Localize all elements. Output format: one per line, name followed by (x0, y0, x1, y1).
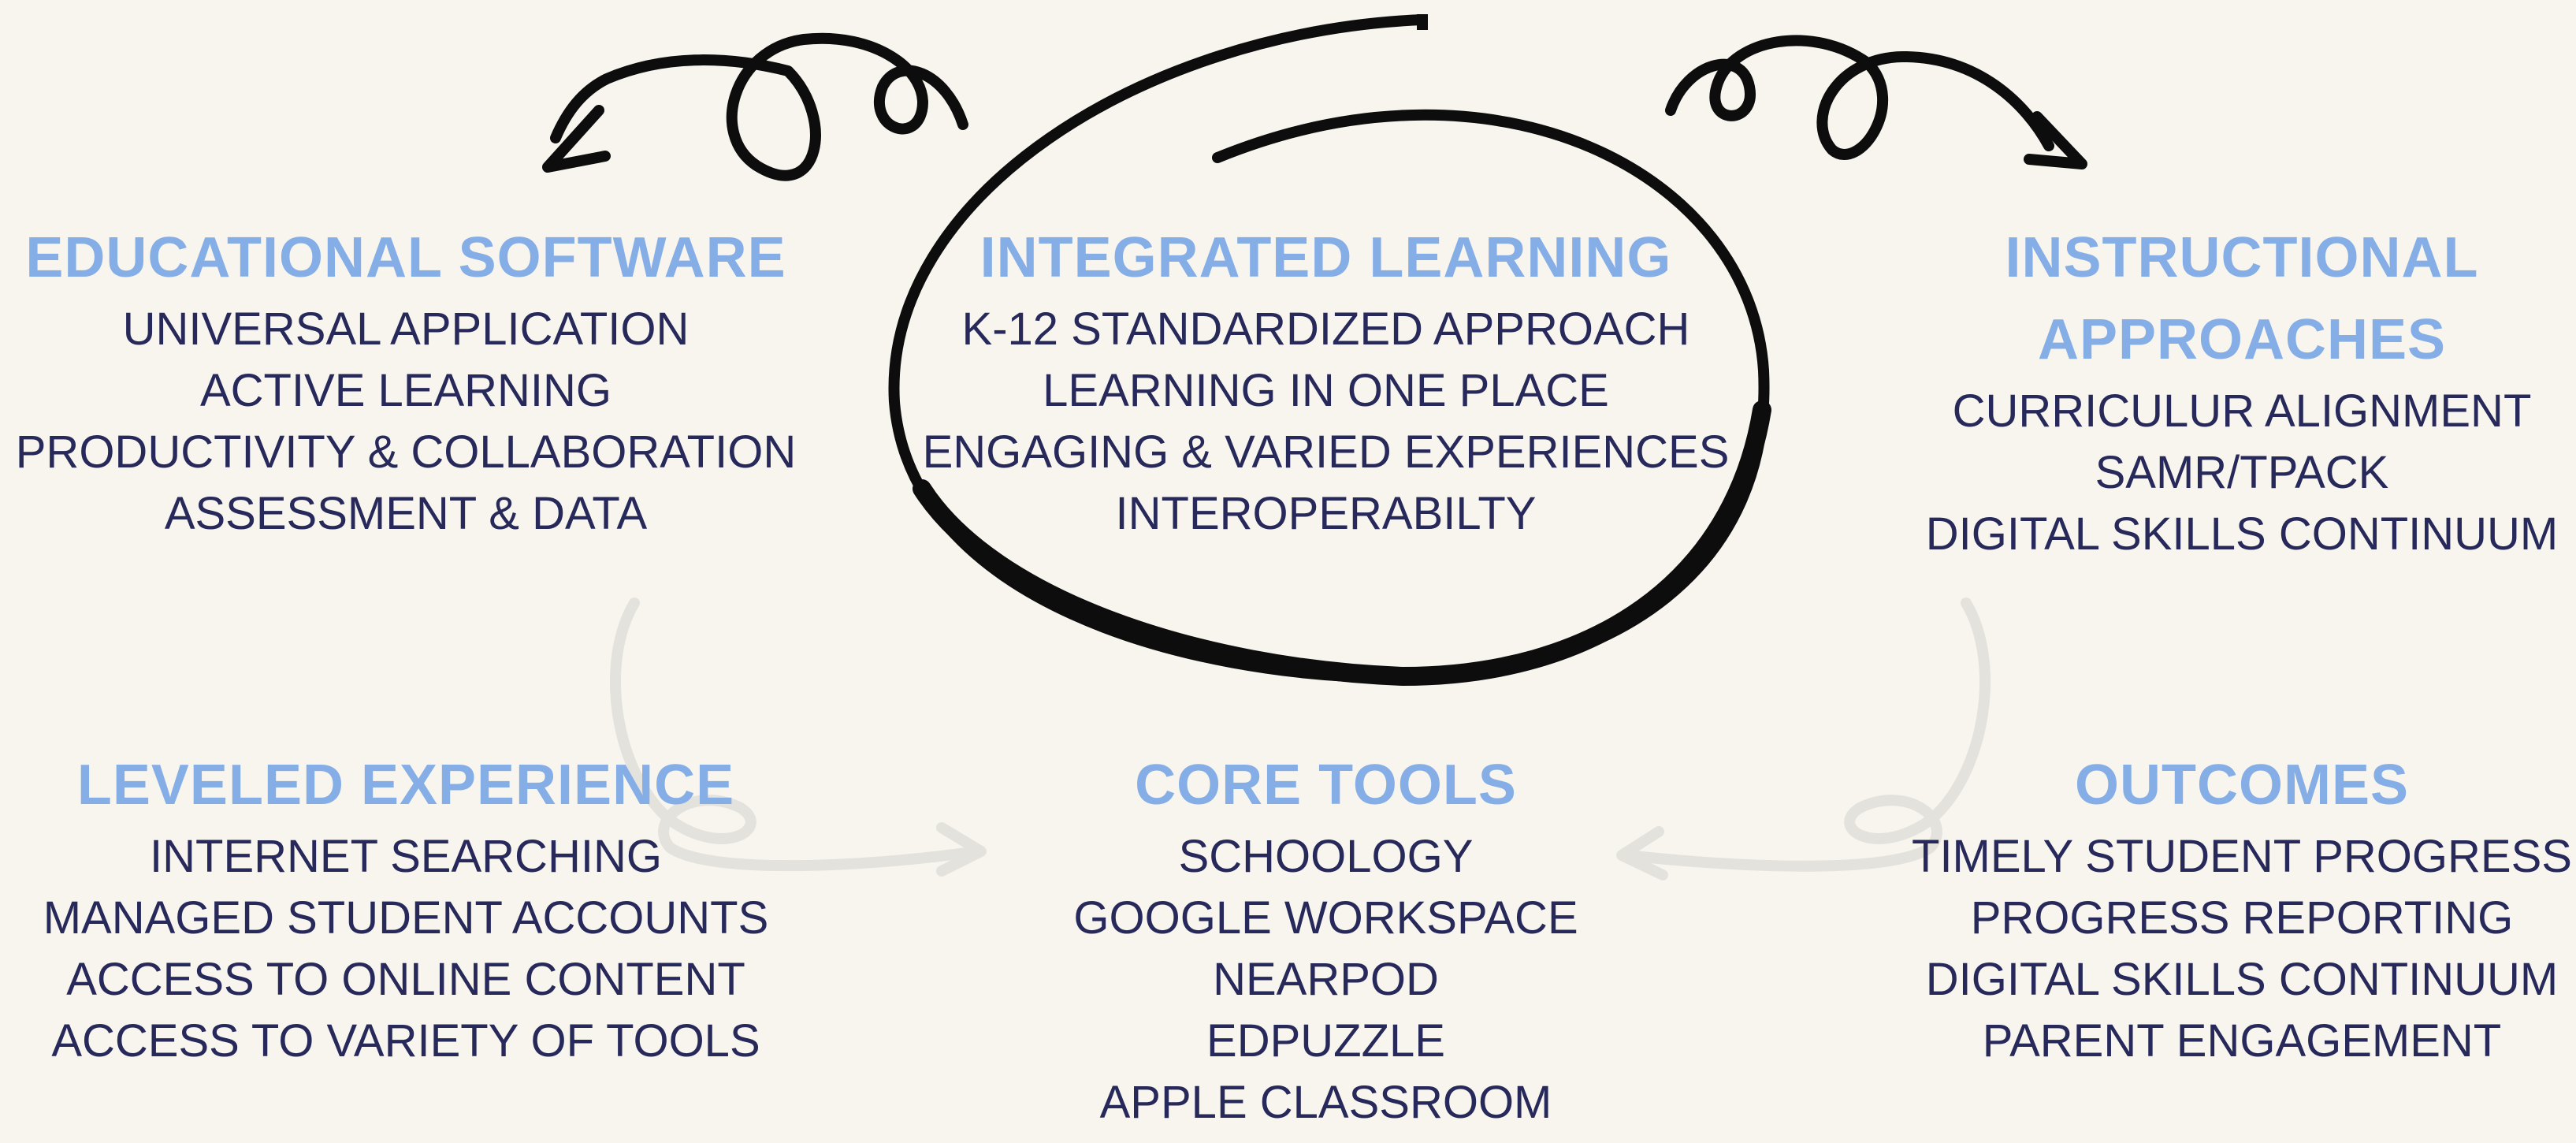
list-item: DIGITAL SKILLS CONTINUUM (1925, 954, 2559, 1005)
list-item: ACCESS TO VARIETY OF TOOLS (51, 1015, 760, 1067)
list-item: ENGAGING & VARIED EXPERIENCES (922, 426, 1730, 478)
section-list: SCHOOLOGY GOOGLE WORKSPACE NEARPOD EDPUZ… (906, 826, 1745, 1134)
section-title-line-2: APPROACHES (2037, 308, 2447, 371)
list-item: PROGRESS REPORTING (1970, 892, 2514, 944)
section-list: K-12 STANDARDIZED APPROACH LEARNING IN O… (906, 299, 1745, 545)
section-list: UNIVERSAL APPLICATION ACTIVE LEARNING PR… (0, 299, 812, 545)
section-title: OUTCOMES (2074, 754, 2409, 817)
list-item: SCHOOLOGY (1178, 831, 1474, 882)
section-list: CURRICULUR ALIGNMENT SAMR/TPACK DIGITAL … (1907, 381, 2576, 565)
section-instructional-approaches: INSTRUCTIONAL APPROACHES CURRICULUR ALIG… (1907, 217, 2576, 565)
list-item: ACCESS TO ONLINE CONTENT (66, 954, 745, 1005)
curly-arrow-left-icon (542, 32, 968, 181)
section-title: LEVELED EXPERIENCE (76, 754, 735, 817)
section-leveled-experience: LEVELED EXPERIENCE INTERNET SEARCHING MA… (0, 744, 812, 1072)
curly-arrow-right-icon (1665, 35, 2087, 169)
section-list: TIMELY STUDENT PROGRESS PROGRESS REPORTI… (1907, 826, 2576, 1072)
section-title: EDUCATIONAL SOFTWARE (25, 226, 786, 289)
list-item: K-12 STANDARDIZED APPROACH (961, 303, 1690, 355)
list-item: NEARPOD (1213, 954, 1439, 1005)
list-item: PARENT ENGAGEMENT (1982, 1015, 2502, 1067)
list-item: SAMR/TPACK (2095, 447, 2389, 498)
list-item: APPLE CLASSROOM (1099, 1077, 1552, 1128)
list-item: DIGITAL SKILLS CONTINUUM (1925, 508, 2559, 560)
section-title: INTEGRATED LEARNING (979, 226, 1672, 289)
list-item: GOOGLE WORKSPACE (1073, 892, 1578, 944)
section-list: INTERNET SEARCHING MANAGED STUDENT ACCOU… (0, 826, 812, 1072)
section-title: CORE TOOLS (1135, 754, 1517, 817)
section-outcomes: OUTCOMES TIMELY STUDENT PROGRESS PROGRES… (1907, 744, 2576, 1072)
section-title: INSTRUCTIONAL APPROACHES (1907, 217, 2576, 381)
section-title-line-1: INSTRUCTIONAL (2005, 226, 2479, 289)
list-item: CURRICULUR ALIGNMENT (1952, 385, 2532, 437)
list-item: LEARNING IN ONE PLACE (1043, 365, 1609, 416)
section-integrated-learning: INTEGRATED LEARNING K-12 STANDARDIZED AP… (906, 217, 1745, 545)
list-item: MANAGED STUDENT ACCOUNTS (43, 892, 769, 944)
list-item: ASSESSMENT & DATA (164, 488, 648, 539)
list-item: EDPUZZLE (1206, 1015, 1445, 1067)
section-core-tools: CORE TOOLS SCHOOLOGY GOOGLE WORKSPACE NE… (906, 744, 1745, 1134)
section-educational-software: EDUCATIONAL SOFTWARE UNIVERSAL APPLICATI… (0, 217, 812, 545)
list-item: UNIVERSAL APPLICATION (122, 303, 690, 355)
list-item: INTERNET SEARCHING (150, 831, 662, 882)
list-item: TIMELY STUDENT PROGRESS (1912, 831, 2572, 882)
list-item: PRODUCTIVITY & COLLABORATION (15, 426, 797, 478)
list-item: ACTIVE LEARNING (199, 365, 612, 416)
list-item: INTEROPERABILTY (1115, 488, 1537, 539)
